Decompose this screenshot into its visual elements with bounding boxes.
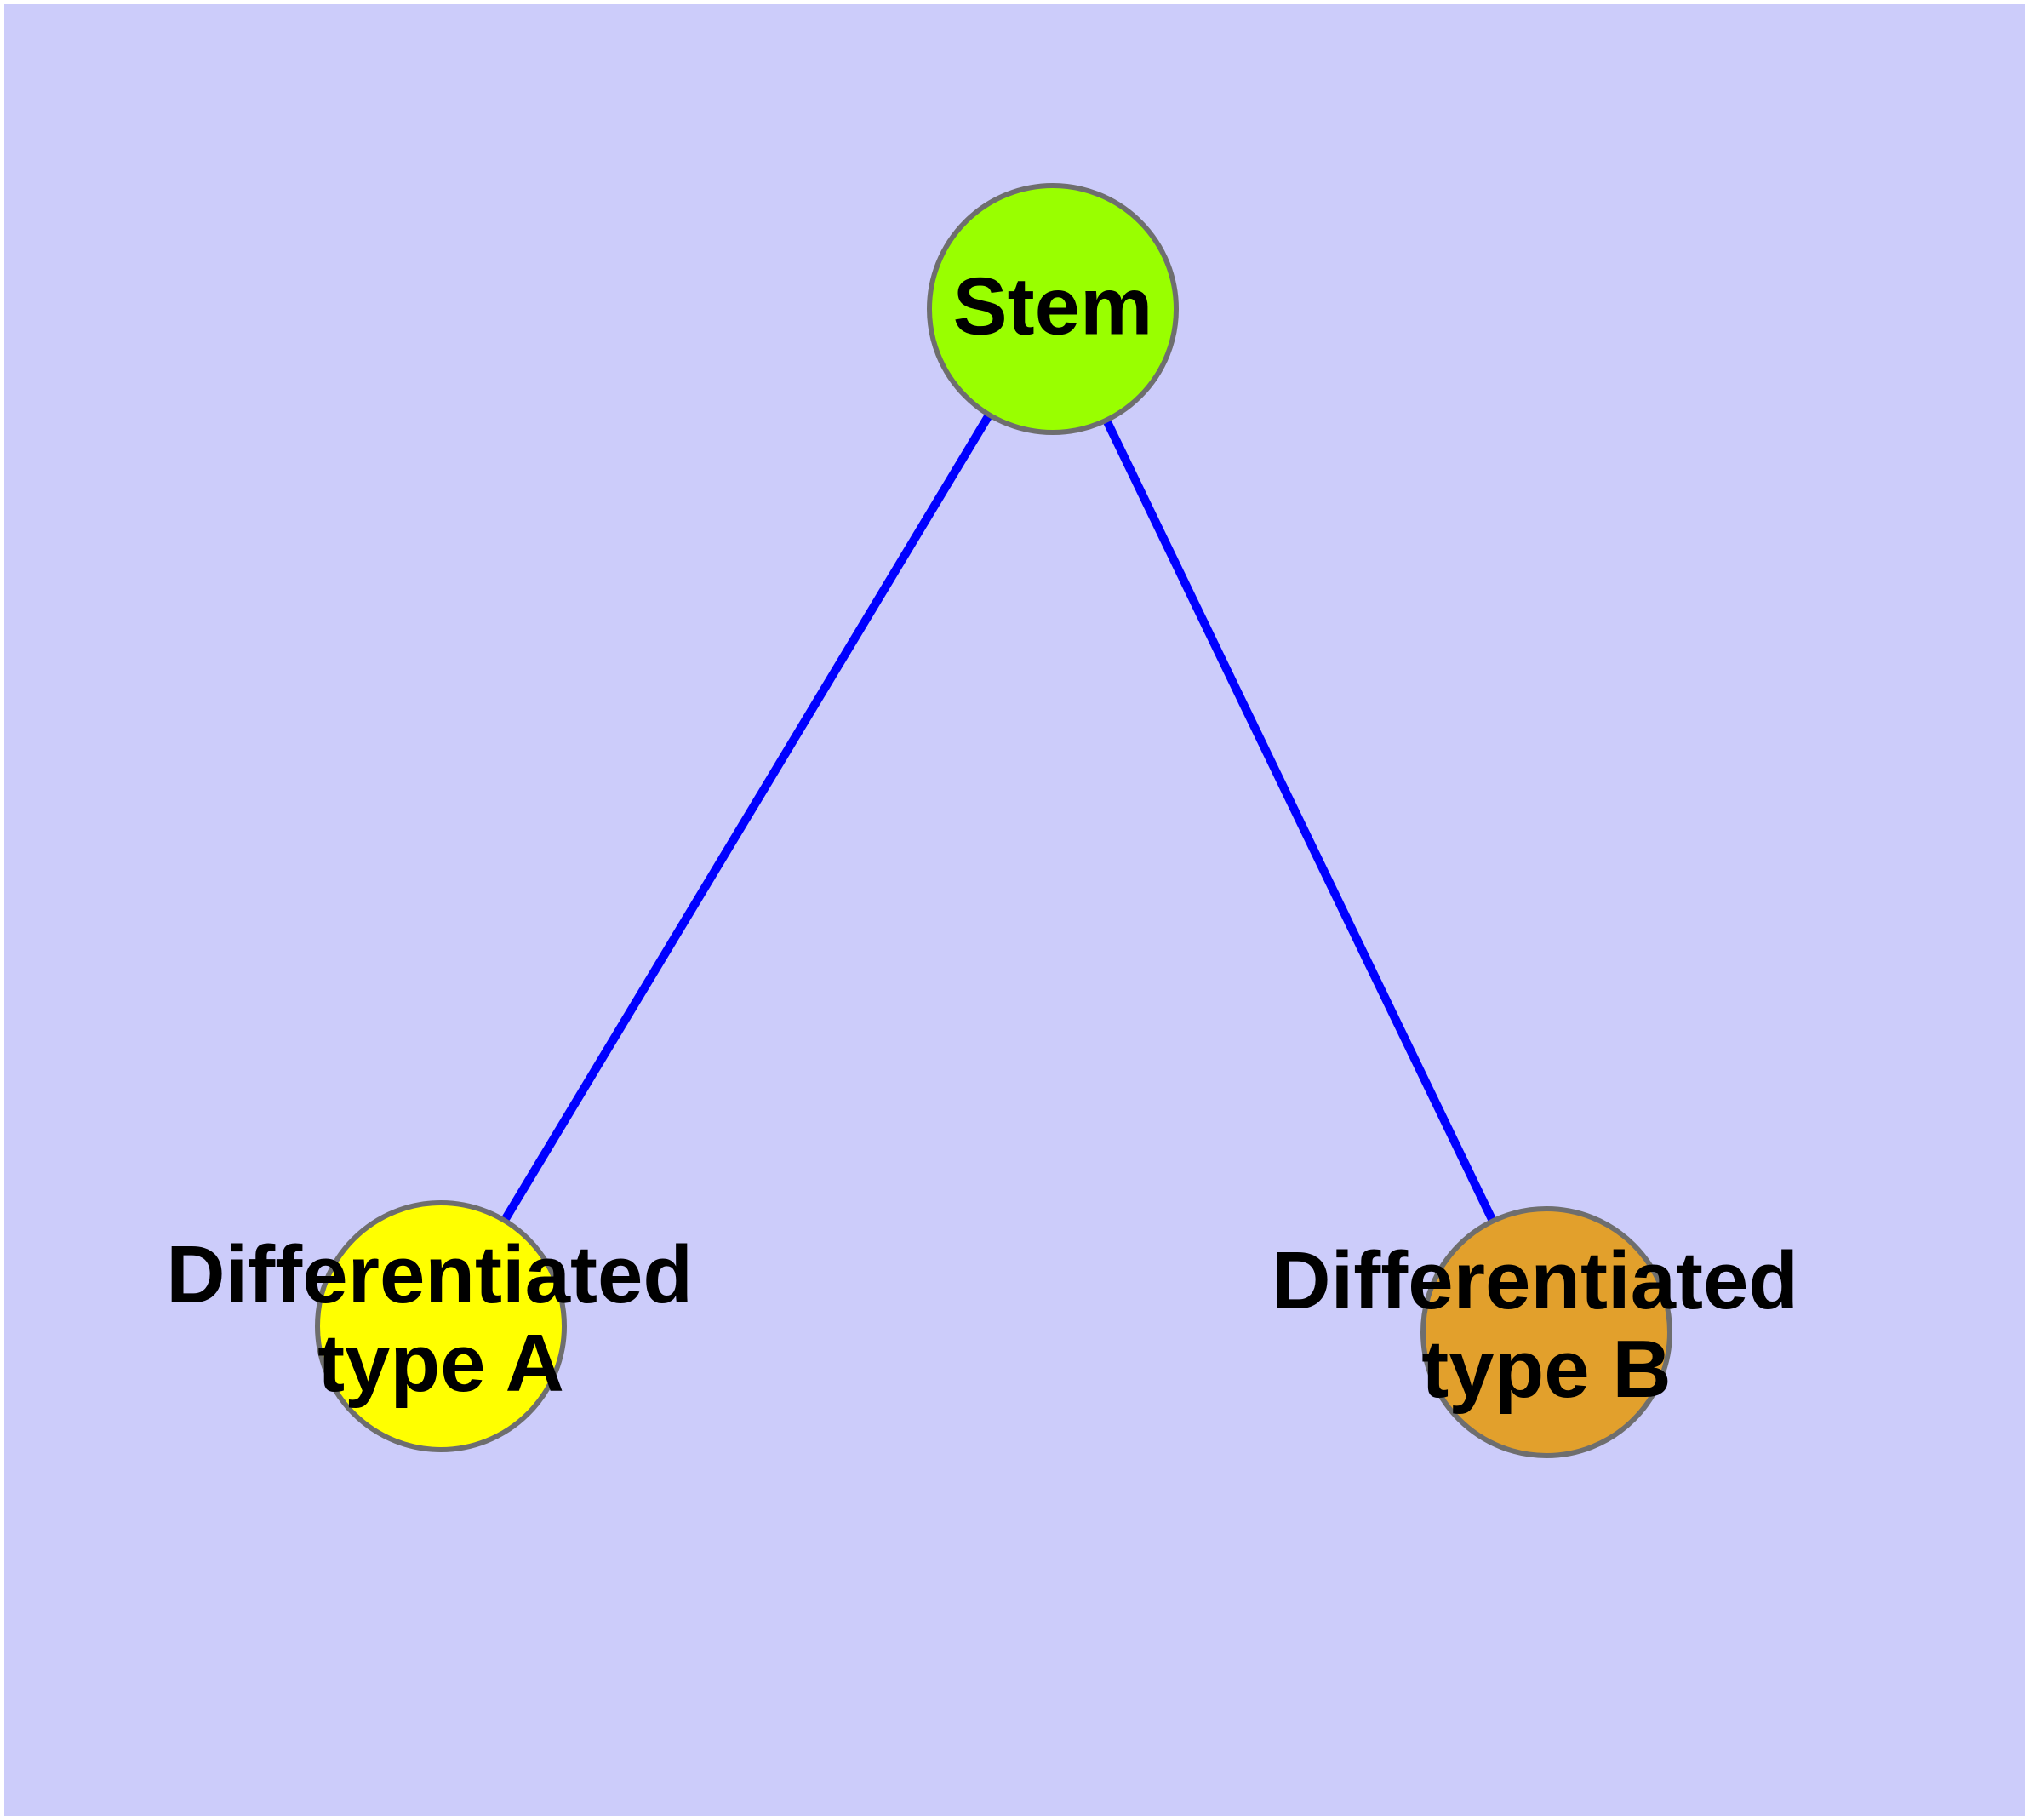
- cell-lineage-graph: Stem Differentiated type A Differentiate…: [166, 183, 1820, 1458]
- node-circle-differentiated-type-b[interactable]: [1420, 1206, 1672, 1458]
- node-circle-stem[interactable]: [927, 183, 1179, 435]
- node-differentiated-type-a[interactable]: Differentiated type A: [166, 1200, 715, 1452]
- node-stem[interactable]: Stem: [927, 183, 1179, 435]
- edge-stem-to-differentiated-type-a[interactable]: [500, 412, 993, 1223]
- node-label-differentiated-type-a: Differentiated type A: [166, 1230, 715, 1410]
- node-label-line-2: type B: [1421, 1324, 1671, 1415]
- edge-stem-to-differentiated-type-b[interactable]: [1102, 418, 1497, 1223]
- node-label-stem: Stem: [953, 260, 1153, 352]
- node-label-line-1: Differentiated: [166, 1230, 693, 1321]
- edges-layer: [500, 412, 1497, 1223]
- nodes-layer: Stem Differentiated type A Differentiate…: [166, 183, 1820, 1458]
- node-label-line-2: type A: [317, 1318, 564, 1409]
- node-label-differentiated-type-b: Differentiated type B: [1272, 1236, 1820, 1416]
- node-label-line-1: Differentiated: [1272, 1236, 1798, 1327]
- node-circle-differentiated-type-a[interactable]: [315, 1200, 567, 1452]
- node-differentiated-type-b[interactable]: Differentiated type B: [1272, 1206, 1820, 1458]
- plot-background-panel: Stem Differentiated type A Differentiate…: [4, 4, 2025, 1816]
